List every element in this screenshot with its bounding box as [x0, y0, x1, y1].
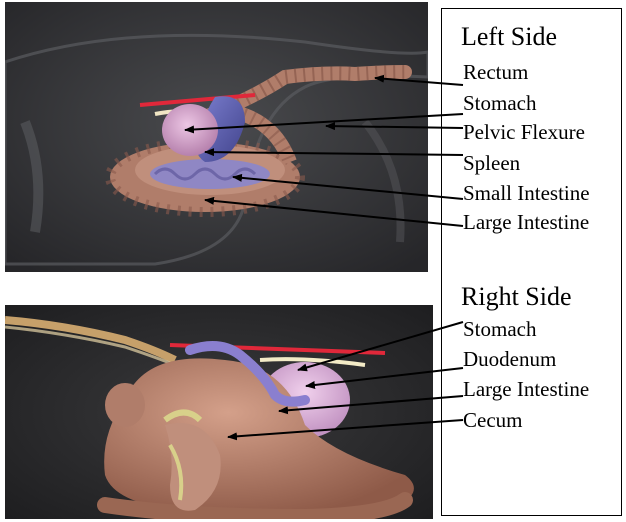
label-small-intestine: Small Intestine [463, 183, 590, 204]
right-side-heading: Right Side [461, 284, 572, 310]
labels-panel [441, 8, 622, 516]
left-side-heading: Left Side [461, 24, 557, 50]
label-duodenum: Duodenum [463, 349, 556, 370]
label-large-intestine-left: Large Intestine [463, 212, 589, 233]
label-cecum: Cecum [463, 410, 522, 431]
label-rectum: Rectum [463, 62, 528, 83]
label-stomach-right: Stomach [463, 319, 537, 340]
right-side-illustration [5, 305, 433, 519]
label-stomach-left: Stomach [463, 93, 537, 114]
label-pelvic-flexure: Pelvic Flexure [463, 122, 585, 143]
left-side-illustration [5, 2, 428, 272]
label-spleen: Spleen [463, 153, 520, 174]
label-large-intestine-right: Large Intestine [463, 379, 589, 400]
